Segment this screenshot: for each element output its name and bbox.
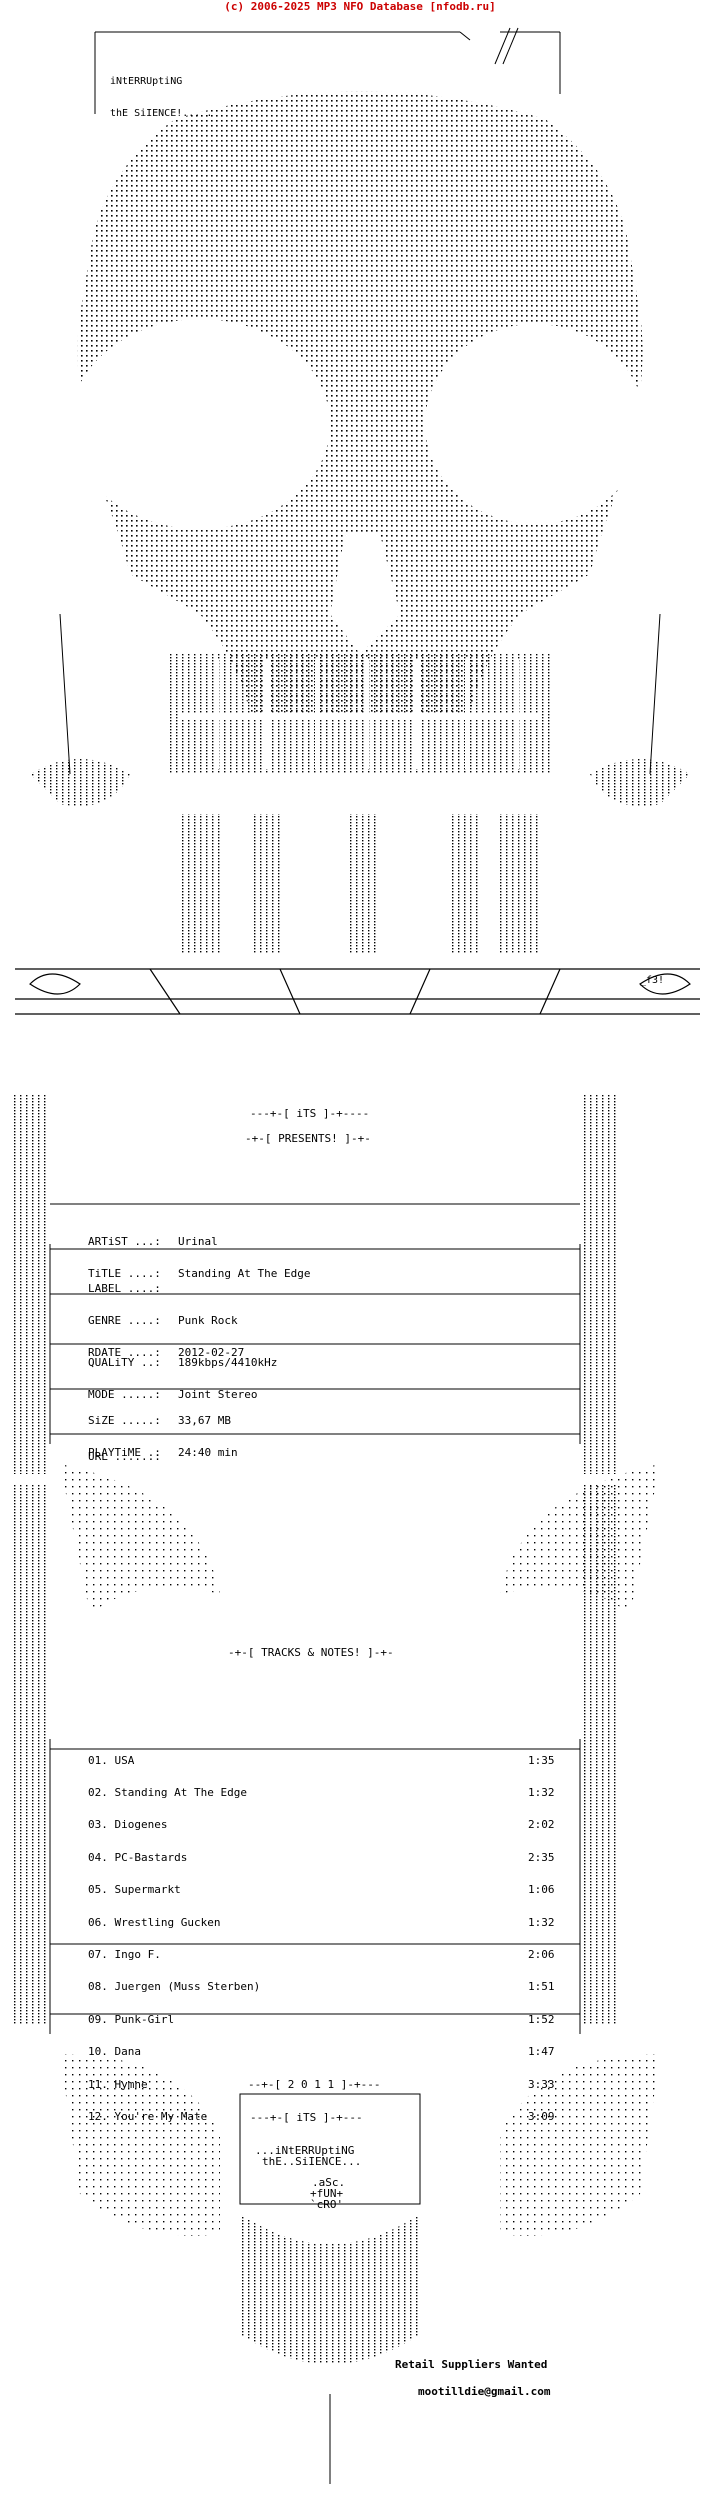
source-banner: (c) 2006-2025 MP3 NFO Database [nfodb.ru…	[224, 0, 496, 13]
group-line-1: iNtERRUptiNG	[110, 75, 183, 87]
track-row: 08. Juergen (Muss Sterben)1:51	[88, 1980, 555, 1994]
tracks-heading: -+-[ TRACKS & NOTES! ]-+-	[228, 1646, 394, 1659]
footer-year: --+-[ 2 0 1 1 ]-+---	[248, 2078, 381, 2091]
skull-right-eye	[425, 324, 645, 524]
info-label: LABEL ....:	[88, 1281, 161, 1295]
info-rdate: RDATE ....:2012-02-27	[88, 1346, 245, 1360]
info-quality: QUALiTY ..:189kbps/4410kHz	[88, 1355, 278, 1369]
footer-credit-3: `cRO'	[310, 2198, 344, 2211]
footer-tag: ---+-[ iTS ]-+---	[250, 2111, 363, 2124]
skull-cranium	[77, 91, 643, 714]
skull-left-eye	[70, 319, 330, 529]
group-line-2: thE SiIENCE!... .	[110, 107, 213, 119]
info-size: SiZE .....:33,67 MB	[88, 1413, 231, 1427]
release-info-group-2: LABEL ....: GENRE ....:Punk Rock RDATE .…	[88, 1262, 244, 1370]
footer-credit-1: .aSc.	[312, 2176, 346, 2189]
info-genre: GENRE ....:Punk Rock	[88, 1313, 238, 1327]
sigil-f3: _f3!	[640, 975, 665, 986]
release-info-group-5: URL ......:	[88, 1430, 178, 1473]
header-tag: ---+-[ iTS ]-+----	[250, 1107, 370, 1120]
contact-email[interactable]: mootilldie@gmail.com	[418, 2385, 551, 2398]
ribbon-banner	[15, 968, 700, 1015]
release-info-group-1: ARTiST ...:Urinal TiTLE ....:Standing At…	[88, 1215, 310, 1291]
info-artist: ARTiST ...:Urinal	[88, 1234, 218, 1248]
release-info-group-4: SiZE .....:33,67 MB PLAYTiME .:24:40 min	[88, 1394, 238, 1470]
footer-credit-2: +fUN+	[310, 2187, 344, 2200]
info-title: TiTLE ....:Standing At The Edge	[88, 1266, 311, 1280]
retail-suppliers-note: Retail Suppliers Wanted	[395, 2358, 548, 2371]
header-frame	[94, 27, 561, 114]
info-playtime: PLAYTiME .:24:40 min	[88, 1445, 238, 1459]
track-row: 07. Ingo F.2:06	[88, 1947, 555, 1961]
info-url: URL ......:	[88, 1449, 161, 1463]
group-intro: iNtERRUptiNG thE SiIENCE!... .	[110, 55, 212, 131]
presents-label: -+-[ PRESENTS! ]-+-	[245, 1132, 371, 1145]
footer-line-1: ...iNtERRUptiNG	[255, 2144, 355, 2157]
footer-line-2: thE..SiIENCE...	[262, 2155, 362, 2168]
skull-nose	[330, 534, 400, 654]
ascii-skull-artwork	[0, 14, 720, 2496]
info-mode: MODE .....:Joint Stereo	[88, 1387, 258, 1401]
release-info-group-3: QUALiTY ..:189kbps/4410kHz MODE .....:Jo…	[88, 1336, 277, 1412]
